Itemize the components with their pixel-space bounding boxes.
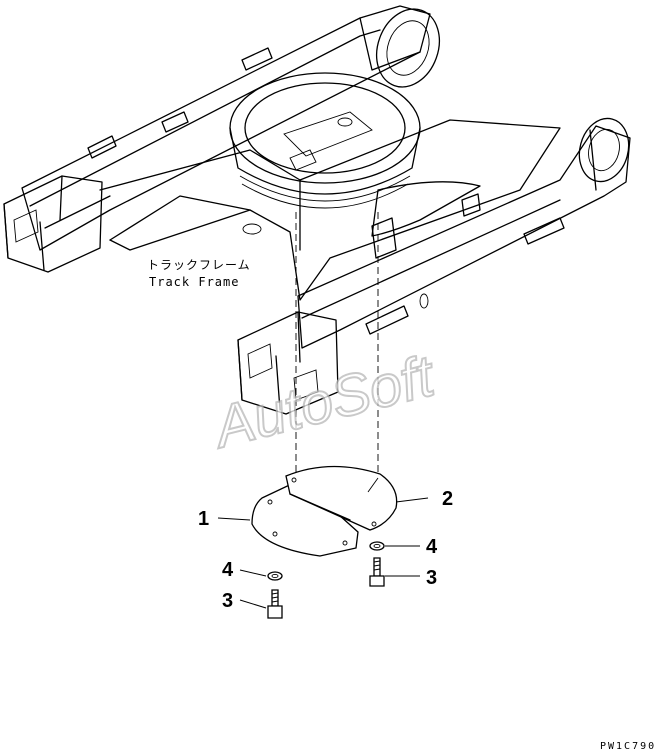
leader-4-left bbox=[239, 569, 267, 577]
callout-4-left: 4 bbox=[222, 559, 234, 581]
bolt-left bbox=[267, 589, 283, 619]
washer-left bbox=[267, 571, 283, 581]
callout-1: 1 bbox=[198, 508, 209, 530]
callout-4-right: 4 bbox=[426, 536, 438, 558]
leader-2 bbox=[395, 497, 429, 503]
frame-label-jp: トラックフレーム bbox=[147, 258, 251, 272]
callout-3-right: 3 bbox=[426, 567, 437, 589]
leader-1 bbox=[217, 517, 251, 521]
bolt-right bbox=[369, 557, 385, 587]
watermark: AutoSoft bbox=[205, 343, 442, 461]
swing-circle bbox=[229, 72, 421, 209]
leader-3-left bbox=[239, 599, 267, 609]
washer-right bbox=[369, 541, 385, 551]
figure-code: PW1C790 bbox=[600, 741, 656, 752]
callout-3-left: 3 bbox=[222, 590, 233, 612]
cover-plate-right bbox=[285, 465, 398, 531]
track-frame-drawing bbox=[3, 5, 631, 415]
frame-label-en: Track Frame bbox=[149, 275, 239, 289]
callout-2: 2 bbox=[442, 488, 453, 510]
